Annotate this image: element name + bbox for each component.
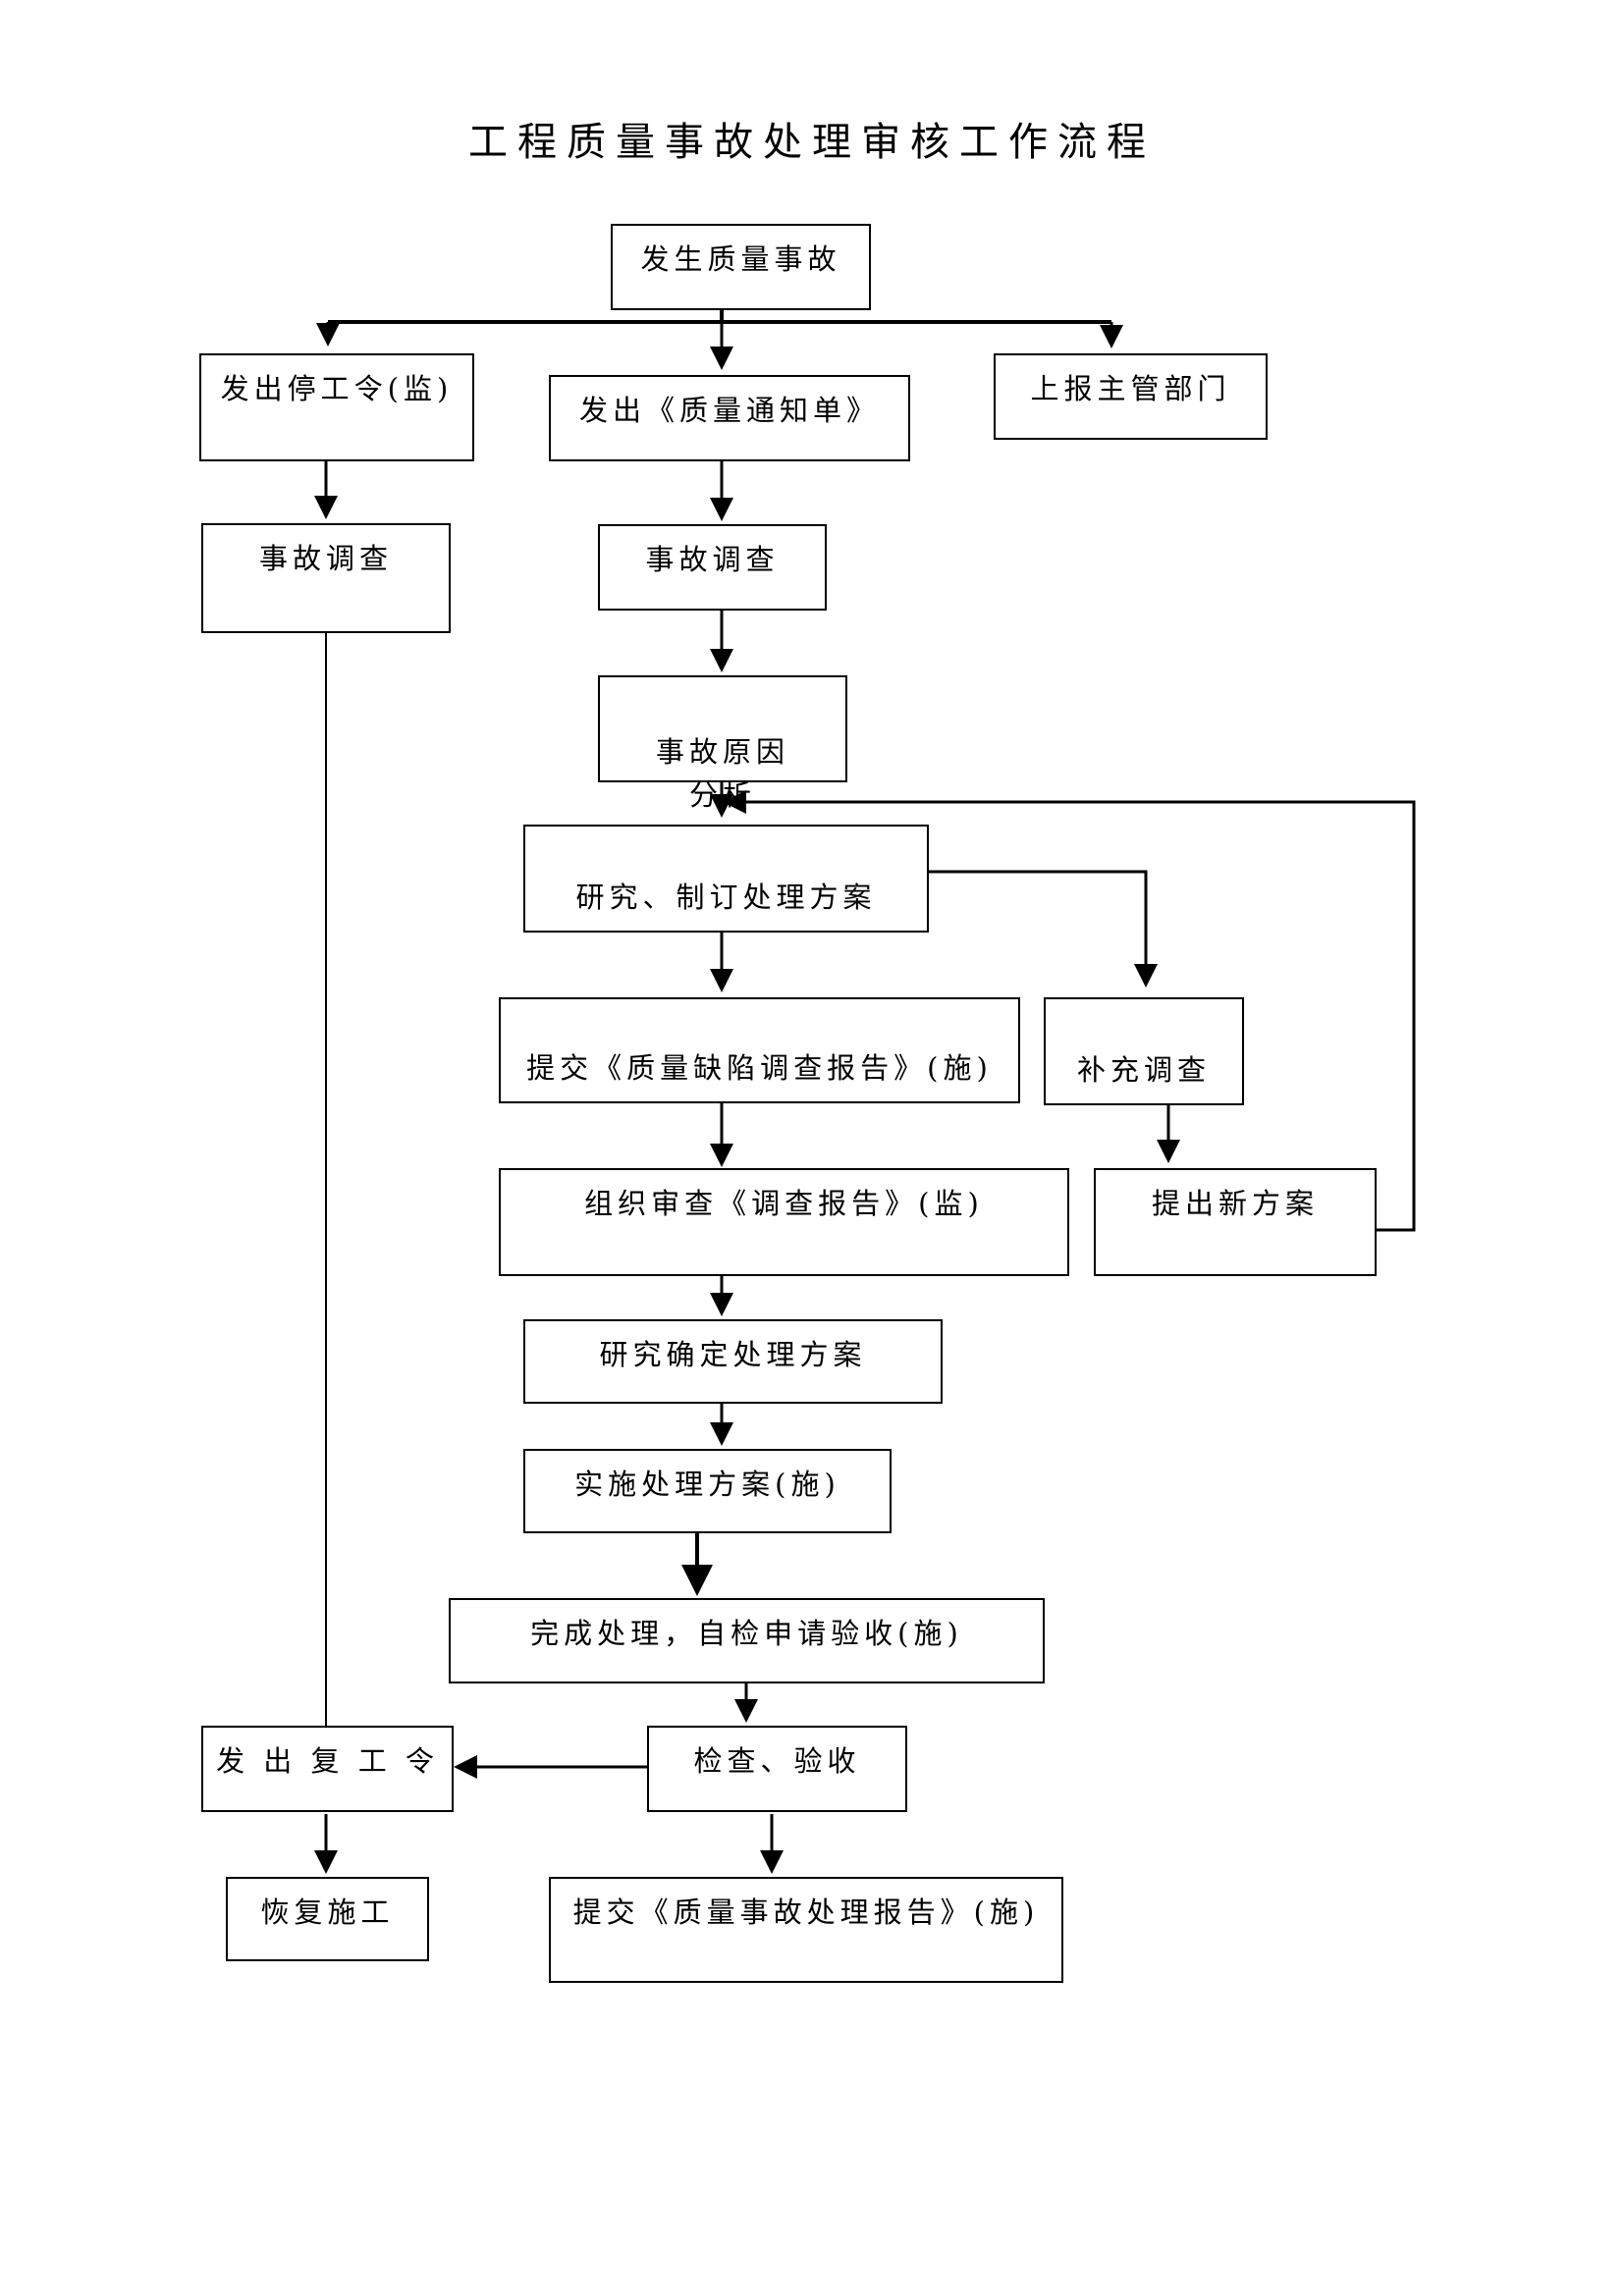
node-review-report-label: 组织审查《调查报告》(监) — [584, 1187, 984, 1220]
node-confirm-plan: 研究确定处理方案 — [523, 1319, 943, 1404]
node-quality-notice: 发出《质量通知单》 — [549, 375, 910, 461]
node-implement-plan: 实施处理方案(施) — [523, 1449, 892, 1533]
node-resume-order: 发 出 复 工 令 — [201, 1726, 454, 1812]
node-supplement-investigation: 补充调查 — [1044, 997, 1244, 1105]
node-investigate-left: 事故调查 — [201, 523, 451, 633]
node-draft-plan-label: 研究、制订处理方案 — [575, 881, 877, 914]
node-start: 发生质量事故 — [611, 224, 871, 310]
node-cause-analysis-label: 事故原因 分析 — [655, 735, 789, 812]
node-submit-defect-report: 提交《质量缺陷调查报告》(施) — [499, 997, 1020, 1103]
node-investigate-center: 事故调查 — [598, 524, 827, 611]
node-confirm-plan-label: 研究确定处理方案 — [599, 1338, 867, 1371]
node-report-dept: 上报主管部门 — [994, 353, 1268, 440]
page-title: 工程质量事故处理审核工作流程 — [468, 120, 1156, 165]
connector-new-plan-loop — [723, 790, 1416, 1232]
node-inspect-accept: 检查、验收 — [647, 1726, 907, 1812]
node-submit-defect-report-label: 提交《质量缺陷调查报告》(施) — [526, 1051, 993, 1085]
node-complete-self-check-label: 完成处理，自检申请验收(施) — [530, 1617, 963, 1650]
node-resume-construction: 恢复施工 — [226, 1877, 429, 1961]
connector-start-split — [328, 310, 1111, 324]
node-start-label: 发生质量事故 — [640, 242, 841, 276]
node-investigate-center-label: 事故调查 — [645, 543, 780, 576]
node-quality-notice-label: 发出《质量通知单》 — [578, 394, 880, 427]
node-supplement-investigation-label: 补充调查 — [1076, 1053, 1211, 1087]
node-stop-order: 发出停工令(监) — [199, 353, 474, 461]
node-implement-plan-label: 实施处理方案(施) — [574, 1468, 840, 1501]
node-resume-order-label: 发 出 复 工 令 — [216, 1744, 439, 1778]
node-submit-accident-report: 提交《质量事故处理报告》(施) — [549, 1877, 1063, 1983]
node-inspect-accept-label: 检查、验收 — [693, 1744, 861, 1778]
node-investigate-left-label: 事故调查 — [258, 542, 393, 575]
node-submit-accident-report-label: 提交《质量事故处理报告》(施) — [572, 1896, 1040, 1929]
node-complete-self-check: 完成处理，自检申请验收(施) — [449, 1598, 1045, 1683]
node-review-report: 组织审查《调查报告》(监) — [499, 1168, 1069, 1276]
node-stop-order-label: 发出停工令(监) — [220, 372, 454, 405]
node-new-plan-label: 提出新方案 — [1151, 1187, 1319, 1220]
node-draft-plan: 研究、制订处理方案 — [523, 825, 929, 933]
connector-plan-to-supplement — [928, 870, 1158, 988]
node-cause-analysis: 事故原因 分析 — [598, 675, 847, 812]
node-report-dept-label: 上报主管部门 — [1030, 372, 1231, 405]
node-new-plan: 提出新方案 — [1094, 1168, 1377, 1276]
node-resume-construction-label: 恢复施工 — [260, 1896, 395, 1929]
